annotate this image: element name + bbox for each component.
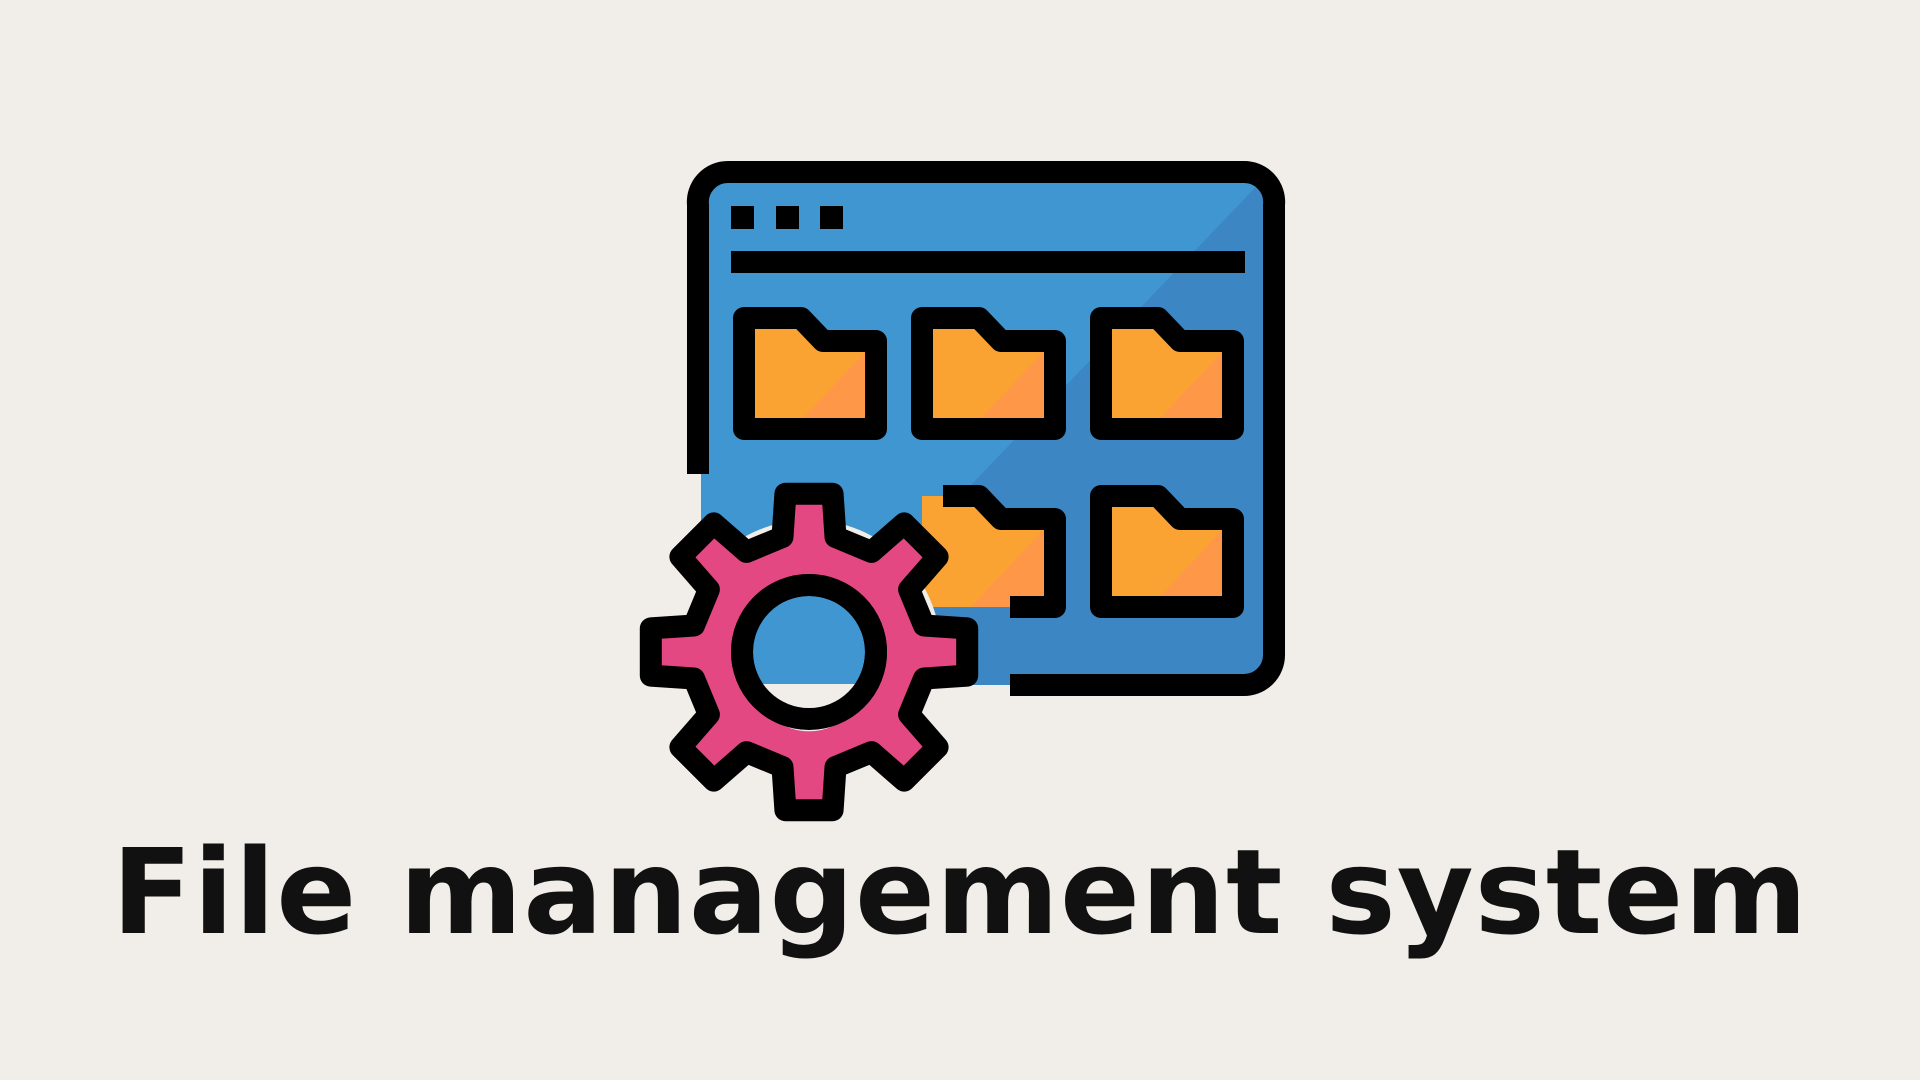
folder-icon — [911, 307, 1066, 440]
folder-icon — [733, 307, 887, 440]
page-title: File management system — [111, 823, 1809, 961]
gear-icon — [639, 482, 979, 822]
folder-icon — [1090, 485, 1244, 618]
folder-icon — [1090, 307, 1244, 440]
